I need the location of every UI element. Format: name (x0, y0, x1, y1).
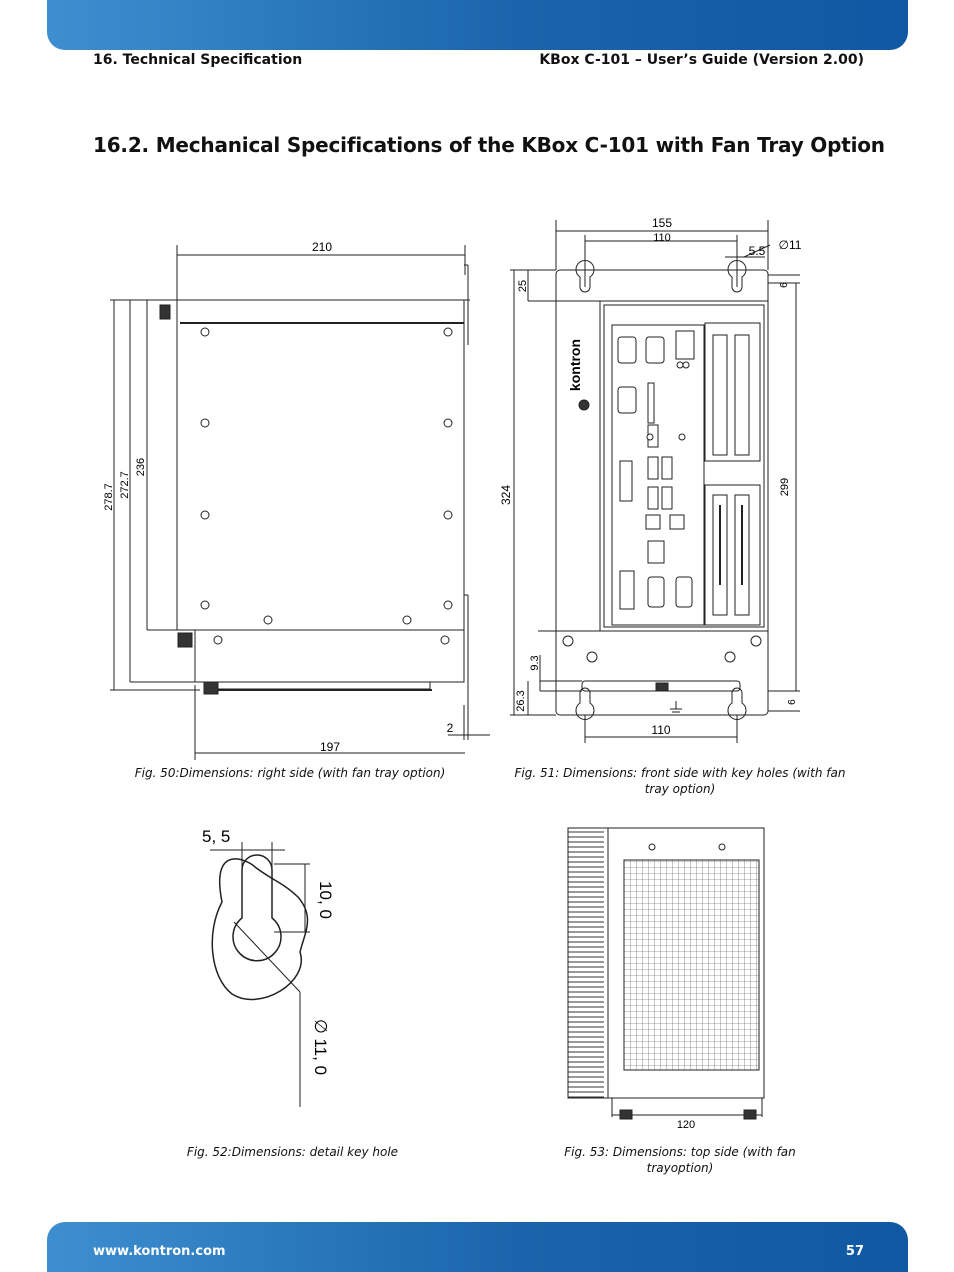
dim-26-3: 26.3 (515, 690, 527, 711)
footer-url[interactable]: www.kontron.com (93, 1244, 226, 1259)
dim-324: 324 (499, 485, 513, 505)
brand-logo-text: kontron (567, 339, 583, 391)
caption-fig-50: Fig. 50:Dimensions: right side (with fan… (134, 766, 446, 780)
dim-120: 120 (677, 1119, 695, 1131)
figure-top-side: 120 (567, 827, 765, 1131)
footer-bar (47, 1222, 908, 1272)
page-number: 57 (845, 1244, 864, 1259)
dim-5-5: 5.5 (749, 244, 766, 258)
dim-197: 197 (320, 740, 340, 754)
dim-236: 236 (135, 458, 147, 476)
dim-slot-width: 5, 5 (202, 827, 230, 846)
dim-155: 155 (652, 216, 672, 230)
caption-fig-53: Fig. 53: Dimensions: top side (with fan … (564, 1145, 796, 1175)
dim-9-bottom: 9 (785, 699, 796, 705)
dim-dia-11: ∅11 (779, 238, 802, 252)
dim-299: 299 (779, 478, 791, 496)
dim-9-3: 9.3 (529, 655, 541, 670)
dim-2: 2 (447, 721, 454, 735)
dim-272-7: 272.7 (119, 471, 131, 499)
dim-slot-length: 10, 0 (316, 881, 335, 919)
header-section: 16. Technical Specification (93, 52, 303, 68)
header-doc-title: KBox C-101 – User’s Guide (Version 2.00) (539, 52, 864, 68)
section-title: 16.2. Mechanical Specifications of the K… (93, 133, 885, 157)
dim-110-bottom: 110 (651, 723, 670, 737)
dim-110-top: 110 (653, 232, 671, 244)
figure-key-hole: 5, 5 10, 0 ∅ 11, 0 (202, 827, 335, 1107)
dim-278-7: 278.7 (103, 483, 115, 511)
dim-9-top: 9 (777, 282, 788, 288)
caption-fig-51: Fig. 51: Dimensions: front side with key… (514, 766, 846, 796)
dim-25: 25 (517, 280, 529, 292)
dim-hole-dia: ∅ 11, 0 (311, 1019, 330, 1075)
figure-right-side: 210 197 2 278.7 272.7 236 (103, 240, 490, 760)
caption-fig-52: Fig. 52:Dimensions: detail key hole (186, 1145, 399, 1159)
header-bar (47, 0, 908, 50)
dim-210: 210 (312, 240, 332, 254)
figure-front-side: 155 110 5.5 ∅11 25 9 324 299 9.3 26.3 9 … (499, 216, 802, 743)
